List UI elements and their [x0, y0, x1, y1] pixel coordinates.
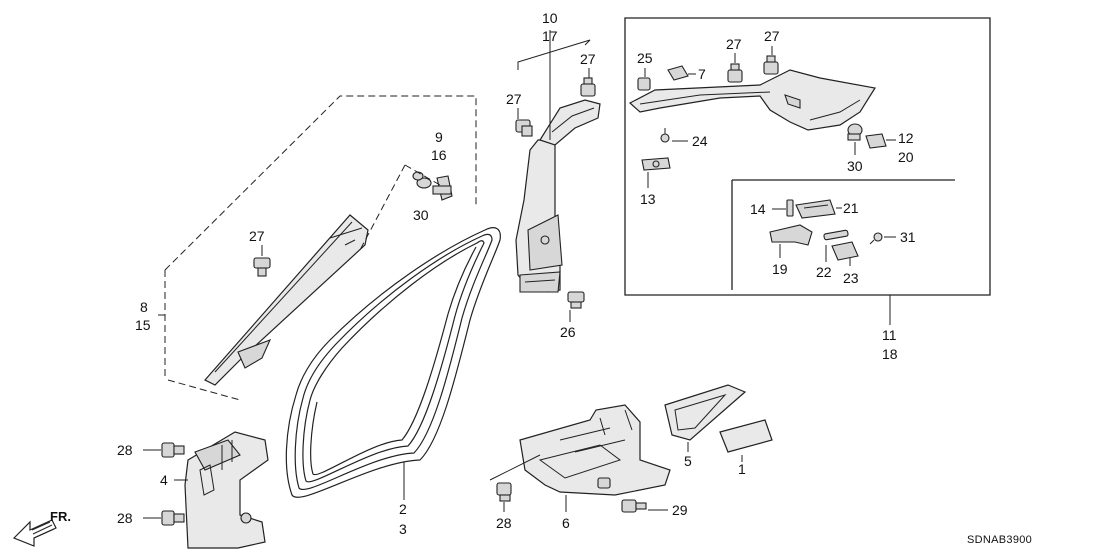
clip-9-16 [432, 175, 453, 201]
callout-4: 4 [160, 472, 168, 488]
clip-12-20 [865, 133, 887, 149]
bolt-26 [567, 291, 585, 309]
callout-8: 8 [140, 299, 148, 315]
callout-20: 20 [898, 149, 914, 165]
center-pillar-lower-garnish [515, 139, 563, 293]
front-pillar-garnish [204, 214, 369, 386]
clip-27-box-a [727, 63, 743, 83]
callout-9: 9 [435, 129, 443, 145]
callout-23: 23 [843, 270, 859, 286]
clip-28-step [496, 482, 512, 502]
clip-27-center-top [580, 77, 596, 97]
callout-11: 11 [882, 327, 897, 343]
callout-7: 7 [698, 66, 706, 82]
plate-frame [664, 384, 747, 441]
callout-1: 1 [738, 461, 746, 477]
callout-5: 5 [684, 453, 692, 469]
screw-14 [786, 199, 794, 217]
callout-27-box-a: 27 [726, 36, 742, 52]
plate-cover [719, 419, 773, 453]
callout-28-step: 28 [496, 515, 512, 531]
diagram-code: SDNAB3900 [967, 534, 1032, 546]
front-direction-label: FR. [50, 509, 71, 524]
scuff-plate [519, 404, 671, 496]
callout-3: 3 [399, 521, 407, 537]
callout-30-right: 30 [847, 158, 863, 174]
callout-26: 26 [560, 324, 576, 340]
front-direction-arrow-icon [12, 519, 57, 547]
callout-10: 10 [542, 10, 558, 26]
grommet-30-left [412, 171, 432, 189]
rear-pillar-garnish [628, 69, 876, 131]
callout-12: 12 [898, 130, 914, 146]
callout-21: 21 [843, 200, 859, 216]
bracket-21 [795, 199, 836, 219]
callout-13: 13 [640, 191, 656, 207]
callout-31: 31 [900, 229, 916, 245]
side-kick-panel [184, 431, 269, 549]
clip-13 [641, 157, 671, 171]
callout-30-left: 30 [413, 207, 429, 223]
door-opening-seal [285, 227, 501, 498]
clip-28-lower [161, 510, 185, 526]
callout-6: 6 [562, 515, 570, 531]
cover-23 [831, 241, 859, 261]
callout-18: 18 [882, 346, 898, 362]
clip-7 [667, 65, 689, 81]
clip-27-box-b [763, 55, 779, 75]
callout-2: 2 [399, 501, 407, 517]
grommet-30-right [847, 123, 863, 141]
front-pillar-group-outline [164, 95, 477, 401]
callout-22: 22 [816, 264, 832, 280]
callout-17: 17 [542, 28, 558, 44]
hook-19 [769, 224, 813, 246]
callout-15: 15 [135, 317, 151, 333]
callout-27-center-top: 27 [580, 51, 596, 67]
callout-27-front: 27 [249, 228, 265, 244]
clip-27-front-pillar [253, 257, 271, 277]
clip-25 [637, 77, 651, 91]
callout-24: 24 [692, 133, 708, 149]
callout-19: 19 [772, 261, 788, 277]
callout-28-upper: 28 [117, 442, 133, 458]
clip-27-center-left [515, 119, 533, 137]
callout-28-lower: 28 [117, 510, 133, 526]
center-pillar-upper-garnish [539, 99, 601, 146]
callout-29: 29 [672, 502, 688, 518]
clip-29 [621, 499, 647, 513]
screw-24 [660, 128, 670, 143]
pin-22 [823, 229, 849, 241]
callout-27-box-b: 27 [764, 28, 780, 44]
rear-pillar-group-frame [624, 17, 991, 296]
callout-27-center-left: 27 [506, 91, 522, 107]
screw-31 [869, 232, 883, 245]
clip-28-upper [161, 442, 185, 458]
callout-25: 25 [637, 50, 653, 66]
callout-14: 14 [750, 201, 766, 217]
callout-16: 16 [431, 147, 447, 163]
